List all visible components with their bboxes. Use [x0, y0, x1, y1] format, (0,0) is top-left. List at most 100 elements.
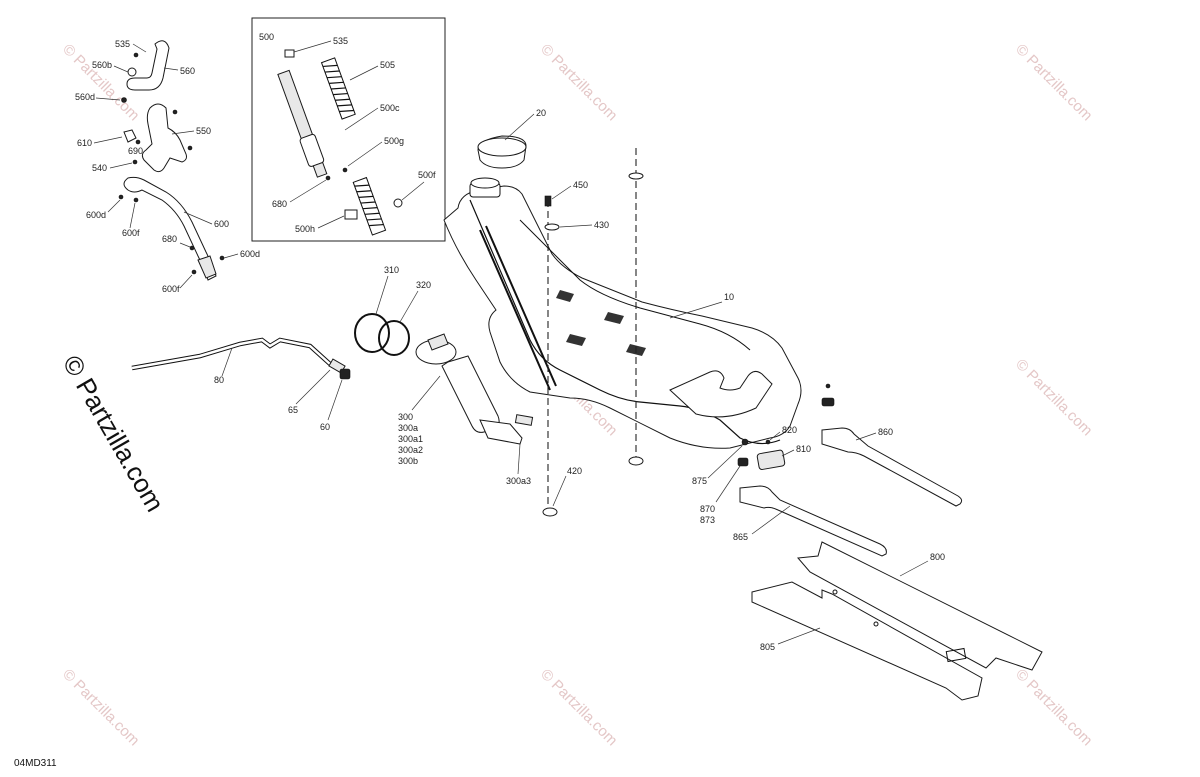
- label-600: 600: [214, 219, 229, 229]
- label-820: 820: [782, 425, 797, 435]
- screw-560d: [121, 97, 127, 103]
- label-450: 450: [573, 180, 588, 190]
- connector-60: [339, 368, 351, 380]
- ring-310: [354, 313, 390, 353]
- connector: [312, 161, 328, 178]
- label-600f-b: 600f: [162, 284, 180, 294]
- label-865: 865: [733, 532, 748, 542]
- watermark-tile: © Partzilla.com: [1012, 41, 1095, 124]
- watermark-tile: © Partzilla.com: [1012, 666, 1095, 749]
- diagram-code: 04MD311: [14, 758, 57, 769]
- inset-500: 500 535 505 500c 500g 500f 680 500h: [251, 17, 446, 242]
- label-300a2: 300a2: [398, 445, 423, 455]
- label-300a3: 300a3: [506, 476, 531, 486]
- clamp-600f: [133, 197, 139, 203]
- hose-560: [126, 40, 170, 91]
- label-20: 20: [536, 108, 546, 118]
- label-550: 550: [196, 126, 211, 136]
- bracket-860: [821, 427, 963, 507]
- label-810: 810: [796, 444, 811, 454]
- hose-end-600: [197, 255, 217, 279]
- label-80: 80: [214, 375, 224, 385]
- label-560b: 560b: [92, 60, 112, 70]
- label-500f: 500f: [418, 170, 436, 180]
- fuel-cap-20: 20: [477, 108, 546, 169]
- label-610: 610: [77, 138, 92, 148]
- fasteners-center: 450 430 420 10: [542, 172, 734, 517]
- screw-535: [133, 52, 139, 58]
- filler-neck-assembly: [118, 40, 225, 281]
- label-500h: 500h: [295, 224, 315, 234]
- grommet-420: [542, 507, 558, 517]
- fuel-line-80: 80 65 60: [131, 337, 351, 432]
- label-60: 60: [320, 422, 330, 432]
- shield-805: [751, 581, 983, 701]
- label-680-inset: 680: [272, 199, 287, 209]
- screw-680-inset: [325, 175, 331, 181]
- label-505: 505: [380, 60, 395, 70]
- heat-shields: 800 805: [751, 541, 1043, 701]
- screw-690: [135, 139, 141, 145]
- washer-top: [628, 172, 644, 180]
- label-535: 535: [115, 39, 130, 49]
- label-420: 420: [567, 466, 582, 476]
- washer-430: [544, 223, 560, 231]
- watermark-tile: © Partzilla.com: [59, 666, 142, 749]
- screw: [172, 109, 178, 115]
- screw-535-inset: [284, 49, 295, 58]
- label-300a: 300a: [398, 423, 418, 433]
- screw: [187, 145, 193, 151]
- label-540: 540: [92, 163, 107, 173]
- clip-870: [737, 457, 749, 467]
- ring-320: [378, 320, 410, 356]
- label-500c: 500c: [380, 103, 400, 113]
- clamp-600f: [191, 269, 197, 275]
- label-600d: 600d: [86, 210, 106, 220]
- label-10: 10: [724, 292, 734, 302]
- label-310: 310: [384, 265, 399, 275]
- fuel-tank-10: [443, 177, 802, 449]
- labels-top-left: 535 560 560b 560d 550 610 690 540 600 60…: [75, 39, 260, 294]
- clamp-560b: [127, 67, 137, 77]
- bracket-610: [123, 129, 137, 143]
- label-860: 860: [878, 427, 893, 437]
- clamp-500f: [393, 198, 403, 208]
- shield-800: [796, 541, 1043, 671]
- pump-strainer-300a3: [479, 419, 523, 445]
- label-320: 320: [416, 280, 431, 290]
- label-300a1: 300a1: [398, 434, 423, 444]
- filler-housing-550: [141, 103, 187, 173]
- bolt-450: [544, 195, 552, 207]
- label-875: 875: [692, 476, 707, 486]
- screw-875: [741, 438, 749, 446]
- screw-680: [189, 245, 195, 251]
- label-600d-b: 600d: [240, 249, 260, 259]
- screw: [825, 383, 831, 389]
- bumper-810: [756, 449, 786, 470]
- clamp-500g: [342, 167, 348, 173]
- o-rings: 310 320: [354, 265, 431, 356]
- watermark-tile: © Partzilla.com: [1012, 356, 1095, 439]
- inset-frame: [251, 17, 446, 242]
- mount-brackets: 875 820 810 870 873 865 860: [692, 383, 963, 557]
- grommet: [628, 456, 644, 466]
- label-430: 430: [594, 220, 609, 230]
- label-300b: 300b: [398, 456, 418, 466]
- label-800: 800: [930, 552, 945, 562]
- tank-rear-step: [669, 370, 773, 418]
- label-560d: 560d: [75, 92, 95, 102]
- label-870: 870: [700, 504, 715, 514]
- label-500g: 500g: [384, 136, 404, 146]
- clip: [821, 397, 835, 407]
- label-690: 690: [128, 146, 143, 156]
- bracket-865: [739, 485, 887, 557]
- clamp-600d: [219, 255, 225, 261]
- label-560: 560: [180, 66, 195, 76]
- watermark-tile: © Partzilla.com: [537, 41, 620, 124]
- label-600f: 600f: [122, 228, 140, 238]
- inset-title: 500: [259, 32, 274, 42]
- fuel-pump-300: 300 300a 300a1 300a2 300b 300a3: [398, 333, 534, 486]
- screw-820: [765, 439, 771, 445]
- label-680: 680: [162, 234, 177, 244]
